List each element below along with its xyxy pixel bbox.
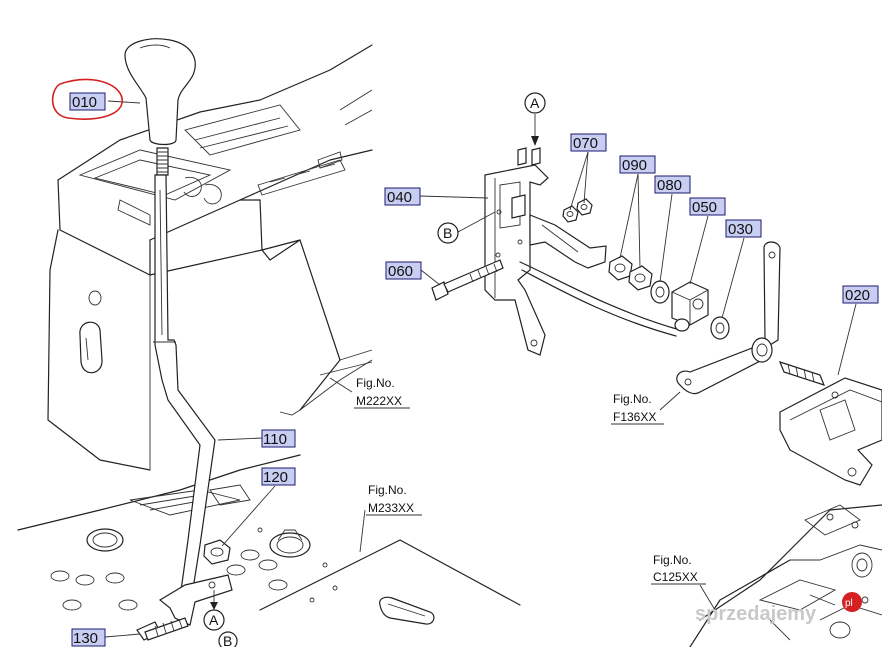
part-label-030: 030 <box>725 219 762 238</box>
svg-text:080: 080 <box>657 177 682 194</box>
svg-text:070: 070 <box>573 135 598 152</box>
bracket-020 <box>778 361 882 486</box>
svg-text:030: 030 <box>728 221 753 238</box>
leader-f136 <box>659 391 681 411</box>
svg-text:020: 020 <box>845 287 870 304</box>
svg-text:110: 110 <box>263 431 287 448</box>
leader-090a <box>619 173 639 259</box>
block-050 <box>671 281 709 332</box>
part-label-110: 110 <box>261 429 296 448</box>
svg-text:B: B <box>223 633 232 647</box>
fig-ref-m222: Fig.No. M222XX <box>354 376 410 409</box>
leader-b-top <box>457 211 496 233</box>
part-label-080: 080 <box>654 175 691 194</box>
svg-text:Fig.No.: Fig.No. <box>653 553 692 567</box>
leader-030 <box>721 237 745 319</box>
leader-070a <box>569 151 589 211</box>
leader-040 <box>419 195 489 199</box>
part-label-020: 020 <box>842 285 879 304</box>
svg-text:B: B <box>443 225 452 241</box>
svg-text:040: 040 <box>387 189 412 206</box>
svg-text:F136XX: F136XX <box>613 410 656 424</box>
cable <box>519 261 681 331</box>
svg-text:sprzedajemy: sprzedajemy <box>695 603 817 625</box>
leader-060 <box>420 269 441 286</box>
lever-arm <box>676 241 781 395</box>
svg-text:Fig.No.: Fig.No. <box>368 483 407 497</box>
leader-120 <box>221 485 276 547</box>
console-housing <box>47 44 373 471</box>
fig-ref-c125: Fig.No. C125XX <box>651 553 706 585</box>
part-label-120: 120 <box>261 467 296 486</box>
nuts-090 <box>608 255 653 291</box>
callout-a-top: A <box>524 92 546 114</box>
svg-text:A: A <box>530 95 540 111</box>
callout-b-bottom: B <box>218 631 238 647</box>
leader-c125 <box>699 584 716 611</box>
part-label-130: 130 <box>71 628 106 647</box>
svg-text:090: 090 <box>622 157 647 174</box>
svg-text:C125XX: C125XX <box>653 570 698 584</box>
svg-text:050: 050 <box>692 199 717 216</box>
lever-bracket <box>136 539 233 641</box>
fig-ref-f136: Fig.No. F136XX <box>611 392 664 425</box>
washer-030 <box>710 316 730 340</box>
washer-030-hole <box>715 322 725 334</box>
svg-text:010: 010 <box>72 94 97 111</box>
svg-text:A: A <box>209 612 219 628</box>
arrow-head-a-bottom <box>210 602 218 610</box>
gear-lever-rod <box>153 174 216 599</box>
leader-010 <box>107 100 141 104</box>
fig-ref-m233: Fig.No. M233XX <box>366 483 422 516</box>
cable-inner <box>521 269 677 337</box>
svg-text:060: 060 <box>388 263 413 280</box>
svg-text:130: 130 <box>73 630 98 647</box>
svg-text:120: 120 <box>263 469 288 486</box>
svg-text:Fig.No.: Fig.No. <box>356 376 395 390</box>
highlight-circle-010 <box>51 78 123 120</box>
bracket-040 <box>484 147 549 356</box>
arm-bracket <box>529 214 607 269</box>
leader-m233 <box>359 509 366 553</box>
transmission-housing <box>689 504 882 647</box>
svg-text:M222XX: M222XX <box>356 394 402 408</box>
part-label-010: 010 <box>69 92 106 111</box>
leader-110 <box>217 437 263 441</box>
washer-080 <box>650 280 670 304</box>
leader-070b <box>583 151 589 204</box>
svg-text:M233XX: M233XX <box>368 501 414 515</box>
callout-b-top: B <box>437 222 459 244</box>
washer-080-hole <box>655 286 665 298</box>
bolt-060 <box>431 259 504 301</box>
watermark: sprzedajemy pl <box>695 592 862 625</box>
leader-m222 <box>329 377 353 393</box>
part-label-060: 060 <box>385 261 422 280</box>
leader-130 <box>104 633 141 638</box>
leader-050 <box>689 215 709 285</box>
gear-knob <box>124 38 196 176</box>
callout-a-bottom: A <box>203 609 225 631</box>
nuts-070 <box>562 198 593 223</box>
arrow-head-a-top <box>531 136 539 146</box>
svg-text:pl: pl <box>845 598 853 609</box>
part-label-090: 090 <box>619 155 656 174</box>
part-label-050: 050 <box>689 197 726 216</box>
floor-panel <box>17 454 521 625</box>
leader-020 <box>837 303 857 376</box>
part-label-040: 040 <box>384 187 421 206</box>
leader-090b <box>637 173 641 269</box>
part-label-070: 070 <box>570 133 607 152</box>
svg-text:Fig.No.: Fig.No. <box>613 392 652 406</box>
leader-080 <box>659 193 673 283</box>
